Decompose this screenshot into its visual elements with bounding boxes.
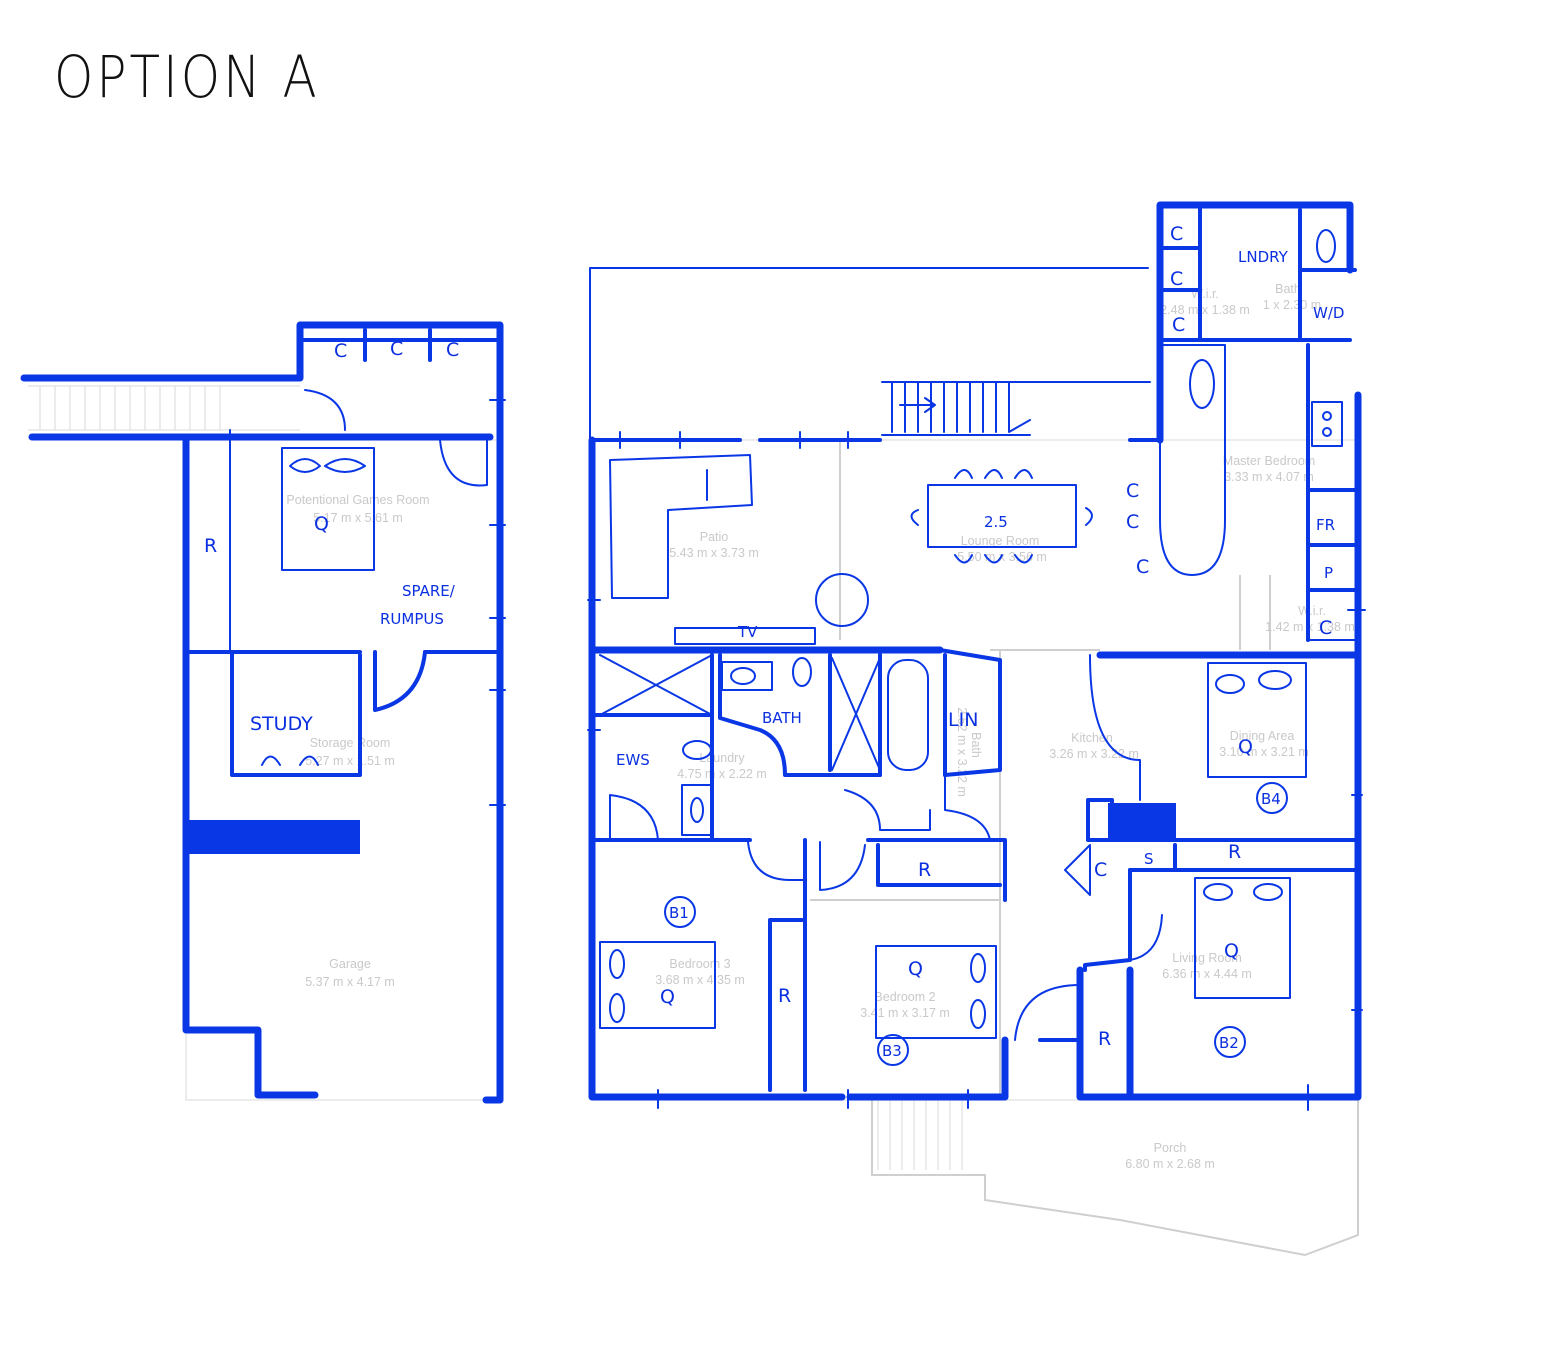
- room-name-lounge: Lounge Room: [961, 534, 1040, 548]
- room-dims-games: 5.17 m x 5.61 m: [313, 511, 403, 525]
- circle-b4: [1256, 782, 1288, 814]
- annotations: C C C Q R SPARE/ RUMPUS STUDY 2.5 C C C …: [204, 223, 1344, 1066]
- note-rumpus: RUMPUS: [380, 610, 444, 628]
- note-lndry: LNDRY: [1238, 248, 1289, 266]
- room-name-porch: Porch: [1154, 1141, 1187, 1155]
- room-dims-kitchen: 3.26 m x 3.22 m: [1049, 747, 1139, 761]
- room-dims-living: 6.36 m x 4.44 m: [1162, 967, 1252, 981]
- note-bath: BATH: [762, 709, 802, 727]
- note-c: C: [1126, 480, 1139, 502]
- room-name-garage: Garage: [329, 957, 371, 971]
- room-name-wir2: W.i.r.: [1298, 604, 1326, 618]
- room-dims-porch: 6.80 m x 2.68 m: [1125, 1157, 1215, 1171]
- note-c: C: [1170, 268, 1183, 290]
- note-lin: LIN: [948, 709, 978, 731]
- note-table-size: 2.5: [984, 513, 1008, 531]
- room-dims-garage: 5.37 m x 4.17 m: [305, 975, 395, 989]
- wall-block: [188, 820, 360, 854]
- room-dims-bath-top: 1 x 2.30 m: [1263, 298, 1321, 312]
- note-fr: FR: [1316, 516, 1335, 534]
- room-name-bath-mid: Bath: [969, 732, 983, 758]
- room-dims-bedroom2: 3.41 m x 3.17 m: [860, 1006, 950, 1020]
- note-r: R: [1098, 1028, 1111, 1050]
- note-c: C: [1136, 556, 1149, 578]
- room-dims-master: 3.33 m x 4.07 m: [1224, 470, 1314, 484]
- note-c: C: [390, 338, 403, 360]
- note-wd: W/D: [1313, 304, 1344, 322]
- left-building-walls: [20, 321, 506, 1104]
- note-r: R: [778, 985, 791, 1007]
- circle-b3: [877, 1034, 909, 1066]
- note-b3: B3: [882, 1042, 902, 1060]
- room-name-laundry: Laundry: [699, 751, 745, 765]
- room-name-living: Living Room: [1172, 951, 1241, 965]
- note-c: C: [1170, 223, 1183, 245]
- note-s: S: [1144, 850, 1154, 868]
- furniture: [261, 229, 1343, 1039]
- note-q: Q: [1238, 736, 1253, 758]
- note-c: C: [1172, 314, 1185, 336]
- note-c: C: [334, 340, 347, 362]
- room-name-games: Potentional Games Room: [286, 493, 429, 507]
- circle-b2: [1214, 1026, 1246, 1058]
- note-b2: B2: [1219, 1034, 1239, 1052]
- plan-title: OPTION A: [54, 44, 320, 111]
- note-study: STUDY: [250, 713, 313, 735]
- note-r: R: [1228, 841, 1241, 863]
- note-b4: B4: [1261, 790, 1281, 808]
- room-name-bedroom2: Bedroom 2: [874, 990, 935, 1004]
- room-dims-storage: 5.27 m x 1.51 m: [305, 754, 395, 768]
- note-c: C: [1094, 859, 1107, 881]
- note-ews: EWS: [616, 751, 650, 769]
- note-tv: TV: [737, 623, 758, 641]
- room-dims-laundry: 4.75 m x 2.22 m: [677, 767, 767, 781]
- note-q: Q: [908, 958, 923, 980]
- note-r: R: [918, 859, 931, 881]
- note-c: C: [1126, 511, 1139, 533]
- note-b1: B1: [669, 904, 689, 922]
- room-name-patio: Patio: [700, 530, 729, 544]
- note-r: R: [204, 535, 217, 557]
- note-c: C: [446, 339, 459, 361]
- room-dims-patio: 5.43 m x 3.73 m: [669, 546, 759, 560]
- room-dims-bedroom3: 3.68 m x 4.35 m: [655, 973, 745, 987]
- note-q: Q: [1224, 940, 1239, 962]
- note-q: Q: [314, 513, 329, 535]
- note-c: C: [1319, 617, 1332, 639]
- circle-b1: [664, 896, 696, 928]
- room-name-storage: Storage Room: [310, 736, 391, 750]
- room-name-dining: Dining Area: [1230, 729, 1295, 743]
- room-labels: Potentional Games Room 5.17 m x 5.61 m S…: [286, 282, 1354, 1171]
- fireplace-block: [1108, 803, 1176, 839]
- room-dims-dining: 3.10 m x 3.21 m: [1219, 745, 1309, 759]
- room-name-bedroom3: Bedroom 3: [669, 957, 730, 971]
- room-dims-wir1: 2.48 m x 1.38 m: [1160, 303, 1250, 317]
- room-name-bath-top: Bath: [1275, 282, 1301, 296]
- note-q: Q: [660, 986, 675, 1008]
- note-spare: SPARE/: [402, 582, 456, 600]
- room-name-master: Master Bedroom: [1223, 454, 1315, 468]
- note-p: P: [1324, 564, 1333, 582]
- right-building-walls: [587, 201, 1366, 1111]
